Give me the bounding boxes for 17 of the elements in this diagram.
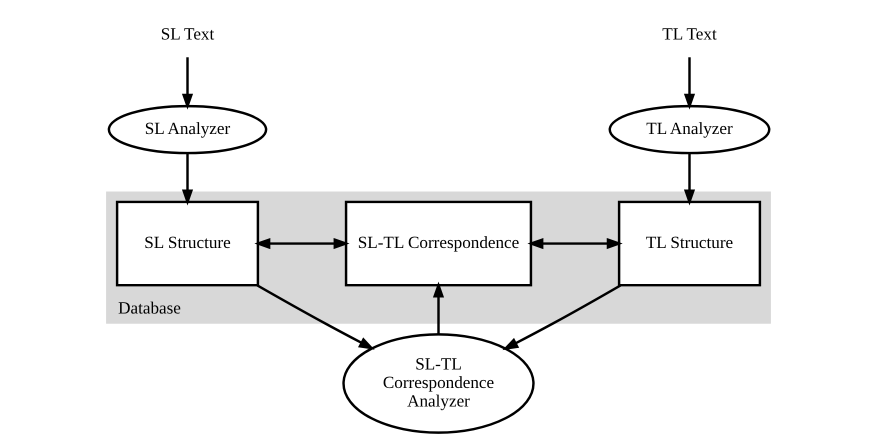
node-ellipse: TL Analyzer bbox=[608, 104, 770, 154]
arrow bbox=[683, 153, 695, 206]
node-ellipse: SL-TL Correspondence Analyzer bbox=[342, 333, 534, 434]
node-text: TL Text bbox=[662, 24, 716, 44]
arrow bbox=[432, 282, 444, 334]
node-box: SL Structure bbox=[115, 200, 259, 286]
node-box: SL-TL Correspondence bbox=[344, 200, 532, 286]
arrow bbox=[181, 153, 193, 206]
arrow bbox=[526, 238, 622, 250]
arrow bbox=[502, 284, 621, 350]
node-ellipse: SL Analyzer bbox=[107, 104, 267, 154]
arrow bbox=[683, 57, 695, 110]
arrow bbox=[181, 57, 193, 110]
arrow bbox=[256, 284, 374, 350]
arrow bbox=[254, 238, 350, 250]
node-text: SL Text bbox=[160, 24, 214, 44]
node-box: TL Structure bbox=[617, 200, 761, 286]
